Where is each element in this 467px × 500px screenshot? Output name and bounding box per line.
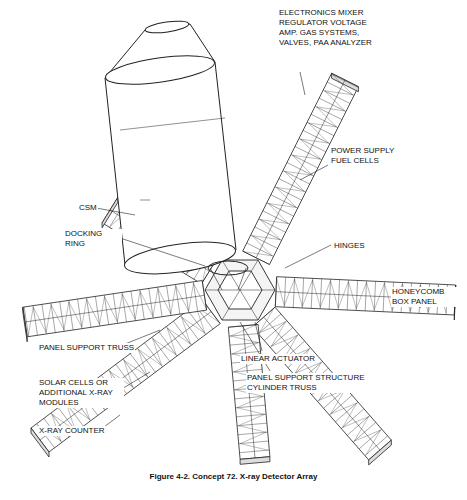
hub [205, 260, 275, 320]
part-label: ELECTRONICS MIXER REGULATOR VOLTAGE AMP.… [278, 8, 382, 48]
part-label: DOCKING RING [64, 229, 122, 249]
docking-ring [208, 261, 248, 290]
detector-panel-arm [228, 325, 270, 465]
part-label: PANEL SUPPORT STRUCTURE CYLINDER TRUSS [246, 373, 366, 393]
detector-panel-arm [243, 73, 359, 264]
command-service-module [104, 19, 238, 280]
part-label: POWER SUPPLY FUEL CELLS [330, 146, 400, 166]
leader-lines [96, 72, 425, 430]
detector-panel-arm [23, 280, 207, 341]
figure-caption: Figure 4-2. Concept 72. X-ray Detector A… [150, 472, 318, 481]
part-label: HONEYCOMB BOX PANEL [391, 287, 463, 307]
part-label: SOLAR CELLS OR ADDITIONAL X-RAY MODULES [38, 378, 124, 408]
part-label: CSM [78, 203, 98, 213]
part-label: PANEL SUPPORT TRUSS [38, 343, 135, 353]
part-label: X-RAY COUNTER [38, 426, 106, 436]
part-label: HINGES [333, 241, 366, 251]
part-label: LINEAR ACTUATOR [240, 354, 316, 364]
